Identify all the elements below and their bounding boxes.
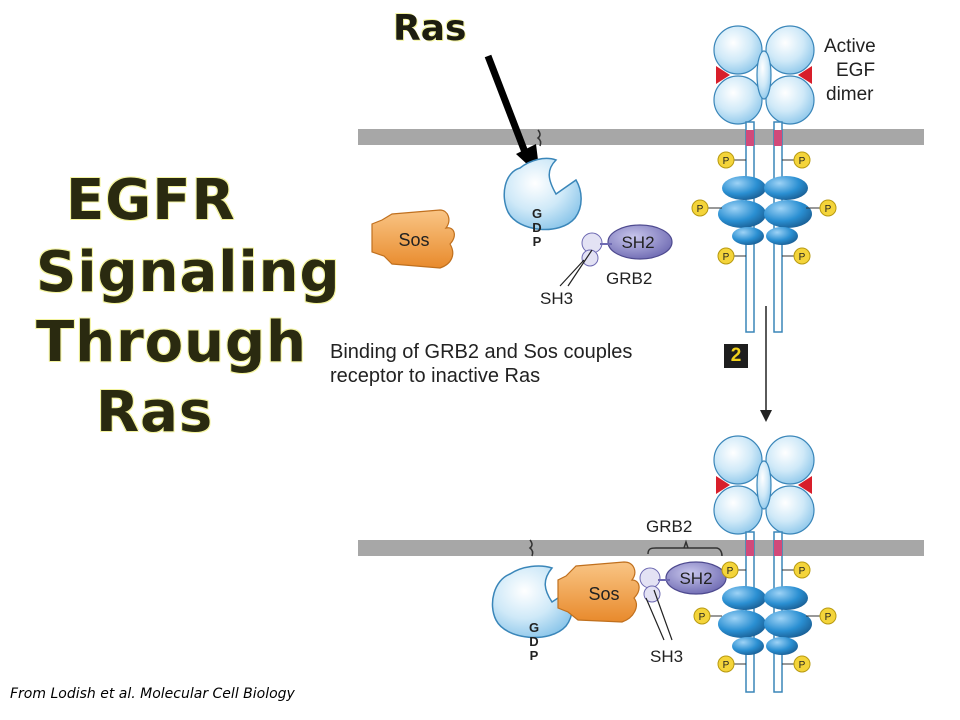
membrane-top xyxy=(358,129,924,145)
step-text-line-1: Binding of GRB2 and Sos couples xyxy=(330,341,633,363)
title-line-2: Signaling xyxy=(36,240,341,305)
phosphate-group-bottom: P P P P P P xyxy=(693,561,837,673)
grb2-protein-top: SH2 GRB2 SH3 xyxy=(540,224,673,308)
egf-receptor-dimer-top: P P P P P P Active EGF dimer xyxy=(691,25,876,333)
phospho-label: P xyxy=(825,612,832,623)
phospho-label: P xyxy=(799,156,806,167)
credit-caption: From Lodish et al. Molecular Cell Biolog… xyxy=(10,686,295,702)
step-description: Binding of GRB2 and Sos couples receptor… xyxy=(330,340,632,388)
gdp-letter-p-top: P xyxy=(533,234,542,249)
sos-label-bottom: Sos xyxy=(588,584,619,604)
gdp-letter-d-top: D xyxy=(532,220,541,235)
step-number-badge: 2 xyxy=(724,344,748,368)
gdp-letter-g-top: G xyxy=(532,206,542,221)
grb2-label-bottom: GRB2 xyxy=(646,517,692,536)
ras-protein-top: G D P xyxy=(503,129,582,249)
sh2-label-top: SH2 xyxy=(621,233,654,252)
title-line-4: Ras xyxy=(96,380,214,445)
gdp-letter-g-bottom: G xyxy=(529,620,539,635)
egf-ligand-left-top xyxy=(716,66,730,84)
phospho-label: P xyxy=(723,252,730,263)
egf-ligand-left-bottom xyxy=(716,476,730,494)
egf-ligand-right-bottom xyxy=(798,476,812,494)
receptor-label-line-3: dimer xyxy=(826,84,874,105)
phospho-label: P xyxy=(723,156,730,167)
sh3-label-bottom: SH3 xyxy=(650,647,683,666)
title-line-3: Through xyxy=(36,310,307,375)
receptor-label-line-1: Active xyxy=(824,36,876,57)
ras-pointer-arrow xyxy=(484,54,540,176)
phospho-label: P xyxy=(697,204,704,215)
phospho-label: P xyxy=(723,660,730,671)
ras-pointer-label: Ras xyxy=(393,8,467,49)
phospho-label: P xyxy=(699,612,706,623)
egf-receptor-dimer-bottom: P P P P P P xyxy=(693,435,837,693)
egf-ligand-right-top xyxy=(798,66,812,84)
title-line-1: EGFR xyxy=(66,168,236,233)
sos-label-top: Sos xyxy=(398,230,429,250)
sh3-label-top: SH3 xyxy=(540,289,573,308)
phospho-label: P xyxy=(825,204,832,215)
phospho-label: P xyxy=(799,566,806,577)
grb2-label-top: GRB2 xyxy=(606,269,652,288)
gdp-letter-p-bottom: P xyxy=(530,648,539,663)
gdp-letter-d-bottom: D xyxy=(529,634,538,649)
phospho-label: P xyxy=(727,566,734,577)
step-text-line-2: receptor to inactive Ras xyxy=(330,365,541,387)
phosphate-group-top: P P P P P P xyxy=(691,151,837,265)
sos-protein-bottom: Sos xyxy=(557,561,640,623)
sos-protein-top: Sos xyxy=(371,209,455,269)
receptor-label-line-2: EGF xyxy=(836,60,875,81)
membrane-bottom xyxy=(358,540,924,556)
step-transition-arrow xyxy=(760,306,772,422)
phospho-label: P xyxy=(799,660,806,671)
sh2-label-bottom: SH2 xyxy=(679,569,712,588)
phospho-label: P xyxy=(799,252,806,263)
grb2-protein-bottom: GRB2 SH2 SH3 xyxy=(639,517,727,666)
